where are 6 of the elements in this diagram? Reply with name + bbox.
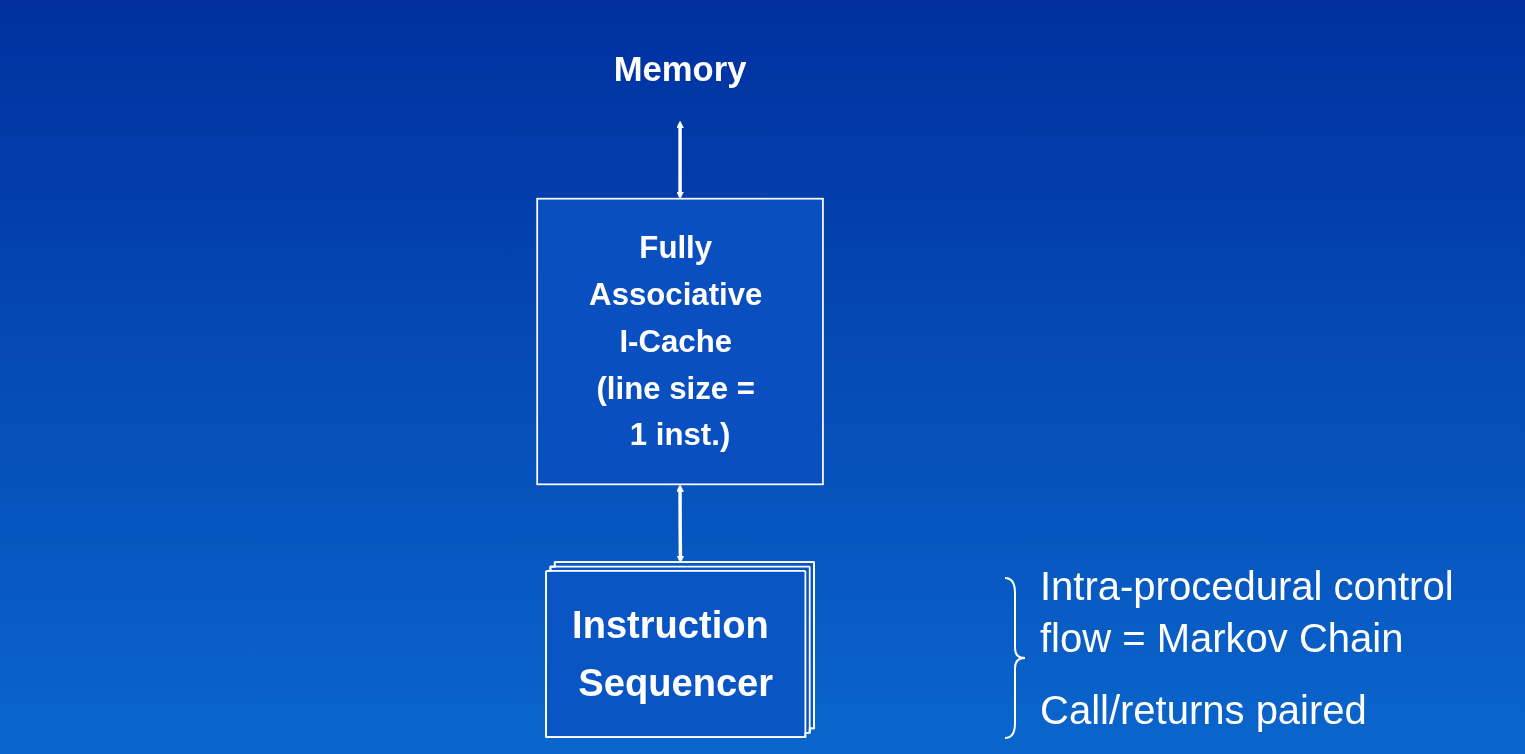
node-box: Fully Associative I-Cache (line size = 1 inst.) bbox=[536, 197, 824, 486]
node-text: Memory bbox=[613, 49, 747, 88]
note-text: Intra-procedural control flow = Markov Chain bbox=[1040, 563, 1455, 662]
arrow bbox=[676, 484, 685, 563]
arrow bbox=[676, 120, 684, 200]
note-text: Call/returns paired bbox=[1040, 687, 1368, 734]
